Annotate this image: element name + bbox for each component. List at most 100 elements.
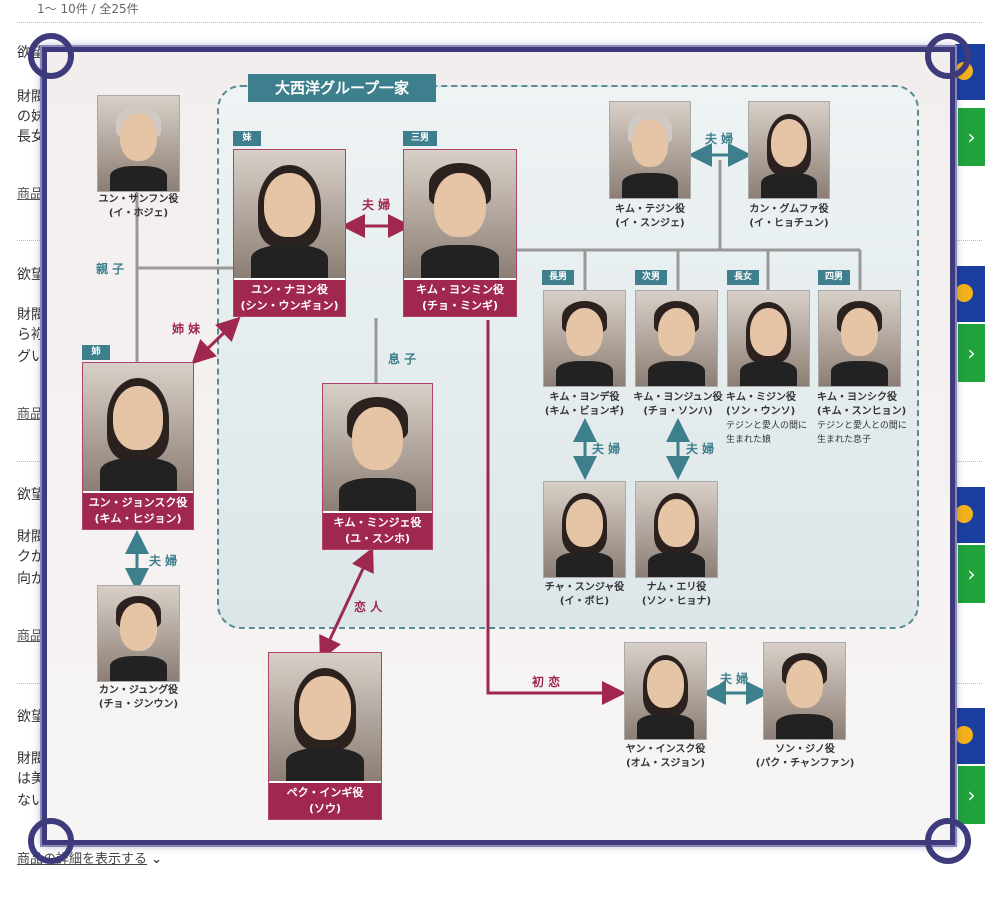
actor-name: (オム・スジョン): [626, 758, 705, 769]
frame-corner-ornament: [28, 33, 74, 79]
person-caption: ユン・サンフン役 (イ・ホジェ): [87, 193, 190, 221]
list-item-title[interactable]: 欲望: [17, 487, 45, 503]
portrait-pek-ingi: [269, 653, 381, 781]
role-name: キム・ミンジェ役: [333, 516, 422, 529]
actor-name: (イ・ホジェ): [108, 208, 169, 219]
relation-tag: 長男: [542, 270, 574, 285]
portrait-kim-minje: [323, 384, 432, 511]
role-name: ソン・ジノ役: [775, 744, 835, 755]
role-name: カン・ジュング役: [98, 685, 179, 696]
person-card-kim-minje: キム・ミンジェ役 (ユ・スンホ): [322, 383, 433, 550]
relation-label: 夫 婦: [686, 442, 715, 456]
person-caption: ナム・エリ役 (ソン・ヒョナ): [626, 581, 727, 609]
list-item-desc: ない: [17, 793, 45, 809]
actor-name: (ソン・ヒョナ): [641, 596, 712, 607]
list-item-desc: 長女: [17, 129, 45, 145]
portrait-kan-jungu: [97, 585, 180, 682]
list-item-title[interactable]: 欲望: [17, 267, 45, 283]
relation-label: 夫 婦: [362, 198, 391, 212]
person-caption: キム・ヨンシク役 (キム・スンヒョン) テジンと愛人との間に生まれた息子: [817, 391, 909, 447]
portrait-cha-sunja: [543, 481, 626, 578]
product-link[interactable]: 商品: [17, 629, 44, 644]
relation-label: 親 子: [96, 262, 125, 276]
product-link[interactable]: 商品: [17, 187, 44, 202]
actor-name: (ソウ): [308, 802, 342, 815]
role-name: キム・ヨンジュン役: [633, 392, 723, 403]
portrait-nam-eri: [635, 481, 718, 578]
portrait-kim-yonjun: [635, 290, 718, 387]
person-caption: キム・ヨンジュン役 (チョ・ソンハ): [626, 391, 730, 419]
list-item-desc: グい: [17, 349, 45, 365]
list-item-desc: 財閥: [17, 307, 45, 323]
portrait-son-jino: [763, 642, 846, 740]
person-caption: カン・グムファ役 (イ・ヒョチュン): [733, 203, 845, 231]
person-caption: キム・ヨンデ役 (キム・ビョンギ): [534, 391, 635, 419]
role-name: ペク・インギ役: [286, 786, 364, 799]
list-item-desc: は美: [17, 771, 45, 787]
actor-name: (イ・スンジェ): [615, 218, 685, 229]
side-badge[interactable]: [955, 487, 985, 543]
person-caption: カン・ジュング役 (チョ・ジンウン): [83, 684, 194, 712]
relation-tag: 妹: [233, 131, 261, 146]
portrait-kim-yonmin: [404, 150, 516, 278]
name-plate: キム・ヨンミン役 (チョ・ミンギ): [404, 280, 516, 316]
frame-corner-ornament: [28, 818, 74, 864]
role-name: ユン・サンフン役: [98, 194, 179, 205]
role-name: ナム・エリ役: [646, 582, 707, 593]
person-caption: チャ・スンジャ役 (イ・ボヒ): [534, 581, 635, 609]
actor-name: (チョ・ジンウン): [98, 699, 179, 710]
name-plate: ユン・ジョンスク役 (キム・ヒジョン): [83, 493, 193, 529]
portrait-yan-insuku: [624, 642, 707, 740]
actor-name: (パク・チャンファン): [755, 758, 855, 769]
role-name: チャ・スンジャ役: [544, 582, 625, 593]
side-badge[interactable]: [955, 708, 985, 764]
portrait-kim-yonde: [543, 290, 626, 387]
divider: [17, 22, 982, 23]
portrait-yun-sanfun: [97, 95, 180, 192]
relation-label: 夫 婦: [720, 672, 749, 686]
person-card-pek-ingi: ペク・インギ役 (ソウ): [268, 652, 382, 820]
portrait-kim-mijin: [727, 290, 810, 387]
coin-icon: [955, 505, 973, 523]
list-item-desc: クが: [17, 549, 45, 565]
side-badge[interactable]: [955, 266, 985, 322]
portrait-kim-tejin: [609, 101, 691, 199]
relation-label: 息 子: [388, 352, 417, 366]
actor-name: (イ・ヒョチュン): [749, 218, 829, 229]
actor-name: (キム・ヒジョン): [94, 512, 182, 525]
relation-label: 夫 婦: [149, 554, 178, 568]
person-card-kim-yonmin: キム・ヨンミン役 (チョ・ミンギ): [403, 149, 517, 317]
relation-tag: 四男: [818, 270, 850, 285]
role-name: キム・ヨンデ役: [549, 392, 620, 403]
person-caption: キム・テジン役 (イ・スンジェ): [598, 203, 702, 231]
name-plate: ペク・インギ役 (ソウ): [269, 783, 381, 819]
role-name: キム・ミジン役: [726, 392, 796, 403]
relation-tag: 姉: [82, 345, 110, 360]
product-link[interactable]: 商品: [17, 407, 44, 422]
person-caption: ソン・ジノ役 (パク・チャンファン): [744, 743, 866, 771]
role-name: ユン・ジョンスク役: [88, 496, 188, 509]
list-item-desc: の妹: [17, 109, 45, 125]
role-note: テジンと愛人との間に生まれた息子: [817, 421, 907, 445]
actor-name: (イ・ボヒ): [559, 596, 610, 607]
person-card-yun-jonsuku: ユン・ジョンスク役 (キム・ヒジョン): [82, 362, 194, 530]
actor-name: (シン・ウンギョン): [240, 299, 339, 312]
next-button[interactable]: ›: [958, 108, 985, 166]
name-plate: キム・ミンジェ役 (ユ・スンホ): [323, 513, 432, 549]
role-name: ヤン・インスク役: [625, 744, 706, 755]
next-button[interactable]: ›: [958, 324, 985, 382]
frame-corner-ornament: [925, 818, 971, 864]
next-button[interactable]: ›: [958, 766, 985, 824]
actor-name: (ユ・スンホ): [344, 532, 411, 545]
next-button[interactable]: ›: [958, 545, 985, 603]
group-title: 大西洋グループ一家: [248, 74, 436, 102]
list-item-desc: ら袮: [17, 327, 45, 343]
person-caption: ヤン・インスク役 (オム・スジョン): [611, 743, 720, 771]
role-name: カン・グムファ役: [749, 204, 829, 215]
actor-name: (キム・ビョンギ): [544, 406, 625, 417]
role-name: ユン・ナヨン役: [251, 283, 328, 296]
coin-icon: [955, 284, 973, 302]
list-item-title[interactable]: 欲望: [17, 709, 45, 725]
relation-label: 姉 妹: [172, 322, 201, 336]
relation-label: 恋 人: [354, 600, 383, 614]
